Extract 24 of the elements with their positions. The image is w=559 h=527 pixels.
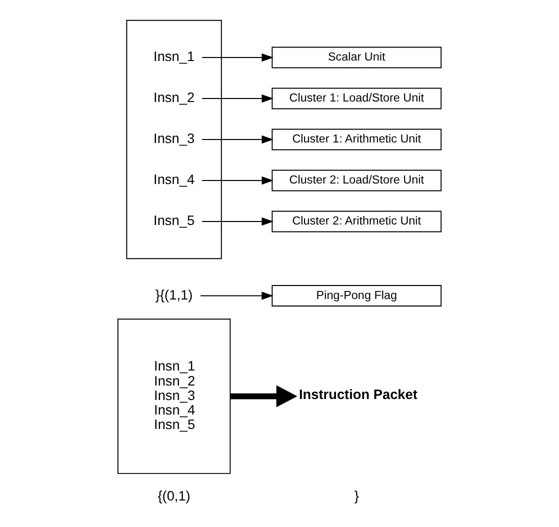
node-text: Insn_3: [154, 131, 195, 146]
node-box: Scalar Unit: [272, 46, 442, 68]
arrow: [202, 135, 274, 144]
arrow: [202, 217, 274, 226]
node-box: Ping-Pong Flag: [272, 284, 442, 306]
node-box: Cluster 2: Load/Store Unit: [272, 170, 442, 192]
node-text: Instruction Packet: [299, 386, 418, 402]
arrow: [202, 94, 274, 103]
node-text: Insn_4: [154, 172, 195, 188]
node-box: Cluster 2: Arithmetic Unit: [272, 210, 442, 232]
label: {(0,1): [158, 488, 190, 504]
label: }: [354, 488, 359, 504]
node-box: Cluster 1: Arithmetic Unit: [272, 128, 442, 150]
arrow: [200, 292, 274, 300]
node-text: }{(1,1): [155, 287, 193, 302]
arrow: [202, 176, 274, 185]
arrow: [230, 385, 298, 408]
arrow: [202, 53, 274, 62]
node-text: Insn_1: [154, 49, 195, 64]
node-text: Insn_5: [154, 213, 195, 228]
node-text: Insn_2: [154, 90, 195, 106]
node-box: Insn_1 Insn_2 Insn_3 Insn_4 Insn_5: [117, 318, 231, 474]
node-box: Cluster 1: Load/Store Unit: [272, 88, 442, 110]
cluster: [126, 20, 222, 260]
